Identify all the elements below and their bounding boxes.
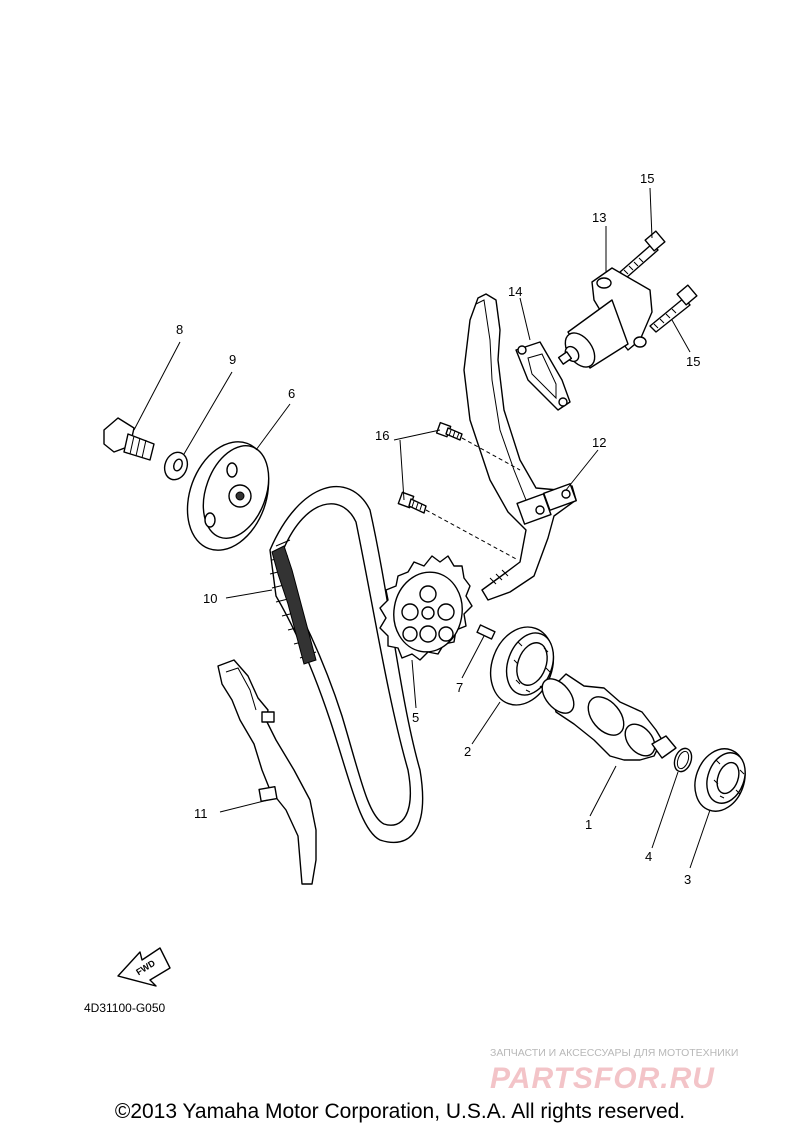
- watermark-tagline: ЗАПЧАСТИ И АКСЕССУАРЫ ДЛЯ МОТОТЕХНИКИ: [490, 1047, 738, 1059]
- callout-4: 4: [645, 849, 652, 864]
- decompressor-plate[interactable]: [173, 430, 283, 561]
- callout-3: 3: [684, 872, 691, 887]
- copyright-notice: ©2013 Yamaha Motor Corporation, U.S.A. A…: [114, 1100, 686, 1123]
- callout-13: 13: [592, 210, 606, 225]
- leader-lines: [133, 187, 711, 869]
- cam-chain[interactable]: [269, 486, 424, 844]
- watermark-brand: PARTSFOR.RU: [490, 1062, 715, 1095]
- callout-6: 6: [288, 386, 295, 401]
- chain-guide-intake[interactable]: [217, 659, 317, 885]
- callout-8: 8: [176, 322, 183, 337]
- callout-numbers: 8 9 6 10 11 5 7 2 1 4 3 15 13 14 15 16 1…: [176, 171, 700, 887]
- o-ring[interactable]: [671, 746, 694, 774]
- callout-10: 10: [203, 591, 217, 606]
- callout-15-lower: 15: [686, 354, 700, 369]
- chain-guide-exhaust[interactable]: [463, 293, 577, 601]
- camshaft[interactable]: [536, 673, 677, 762]
- callout-1: 1: [585, 817, 592, 832]
- guide-bolt-lower[interactable]: [397, 491, 427, 514]
- diagram-code: 4D31100-G050: [84, 1001, 165, 1015]
- sprocket-washer[interactable]: [161, 449, 191, 483]
- guide-bolt-upper[interactable]: [435, 421, 463, 441]
- bearing-left[interactable]: [480, 618, 564, 714]
- cam-sprocket[interactable]: [379, 555, 473, 661]
- callout-2: 2: [464, 744, 471, 759]
- bearing-right[interactable]: [687, 742, 754, 819]
- callout-16: 16: [375, 428, 389, 443]
- dowel-pin[interactable]: [476, 624, 496, 640]
- tensioner-bolt-lower[interactable]: [649, 284, 698, 333]
- callout-9: 9: [229, 352, 236, 367]
- callout-5: 5: [412, 710, 419, 725]
- forward-arrow-icon: FWD: [117, 947, 171, 987]
- cam-chain-tensioner[interactable]: [557, 267, 653, 372]
- callout-14: 14: [508, 284, 522, 299]
- callout-15-upper: 15: [640, 171, 654, 186]
- tensioner-bolt-upper[interactable]: [619, 230, 666, 279]
- sprocket-bolt[interactable]: [103, 417, 155, 461]
- tensioner-gasket[interactable]: [515, 341, 571, 411]
- callout-7: 7: [456, 680, 463, 695]
- watermark: ЗАПЧАСТИ И АКСЕССУАРЫ ДЛЯ МОТОТЕХНИКИ PA…: [490, 1047, 738, 1095]
- callout-11: 11: [194, 806, 208, 821]
- callout-12: 12: [592, 435, 606, 450]
